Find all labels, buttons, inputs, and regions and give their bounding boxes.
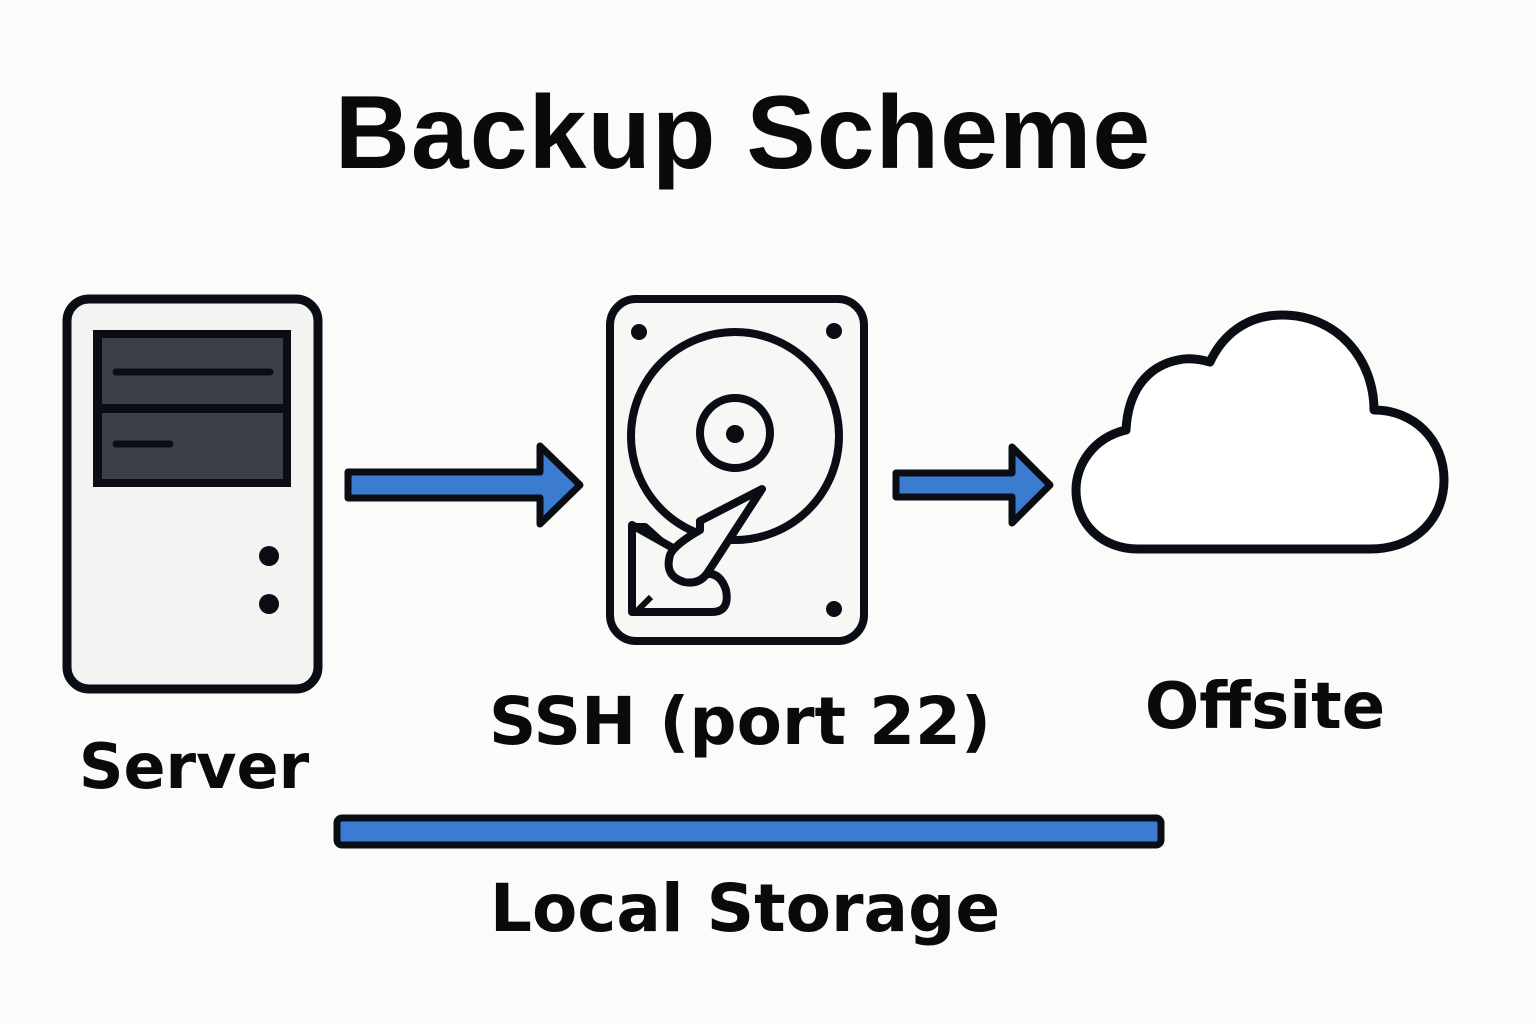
platter bbox=[627, 328, 843, 544]
screw bbox=[826, 601, 842, 617]
local-storage-bar bbox=[333, 814, 1165, 849]
screw bbox=[631, 324, 647, 340]
led-dot bbox=[259, 546, 279, 566]
diagram-title: Backup Scheme bbox=[334, 75, 1152, 191]
read-arm bbox=[664, 485, 766, 587]
node-label-server: Server bbox=[78, 730, 310, 803]
actuator-notch bbox=[635, 594, 654, 613]
node-label-offsite: Offsite bbox=[1144, 670, 1386, 744]
bar-label-local-storage: Local Storage bbox=[489, 870, 1001, 947]
node-label-ssh: SSH (port 22) bbox=[488, 683, 992, 760]
server-tower-icon bbox=[62, 294, 323, 694]
spindle-center bbox=[726, 425, 744, 443]
arrow-right-icon bbox=[892, 443, 1054, 527]
screw bbox=[826, 323, 842, 339]
arrow-right-icon bbox=[344, 442, 584, 528]
led-dot bbox=[259, 594, 279, 614]
hard-drive-icon bbox=[606, 295, 868, 645]
cloud-icon bbox=[1071, 310, 1449, 554]
